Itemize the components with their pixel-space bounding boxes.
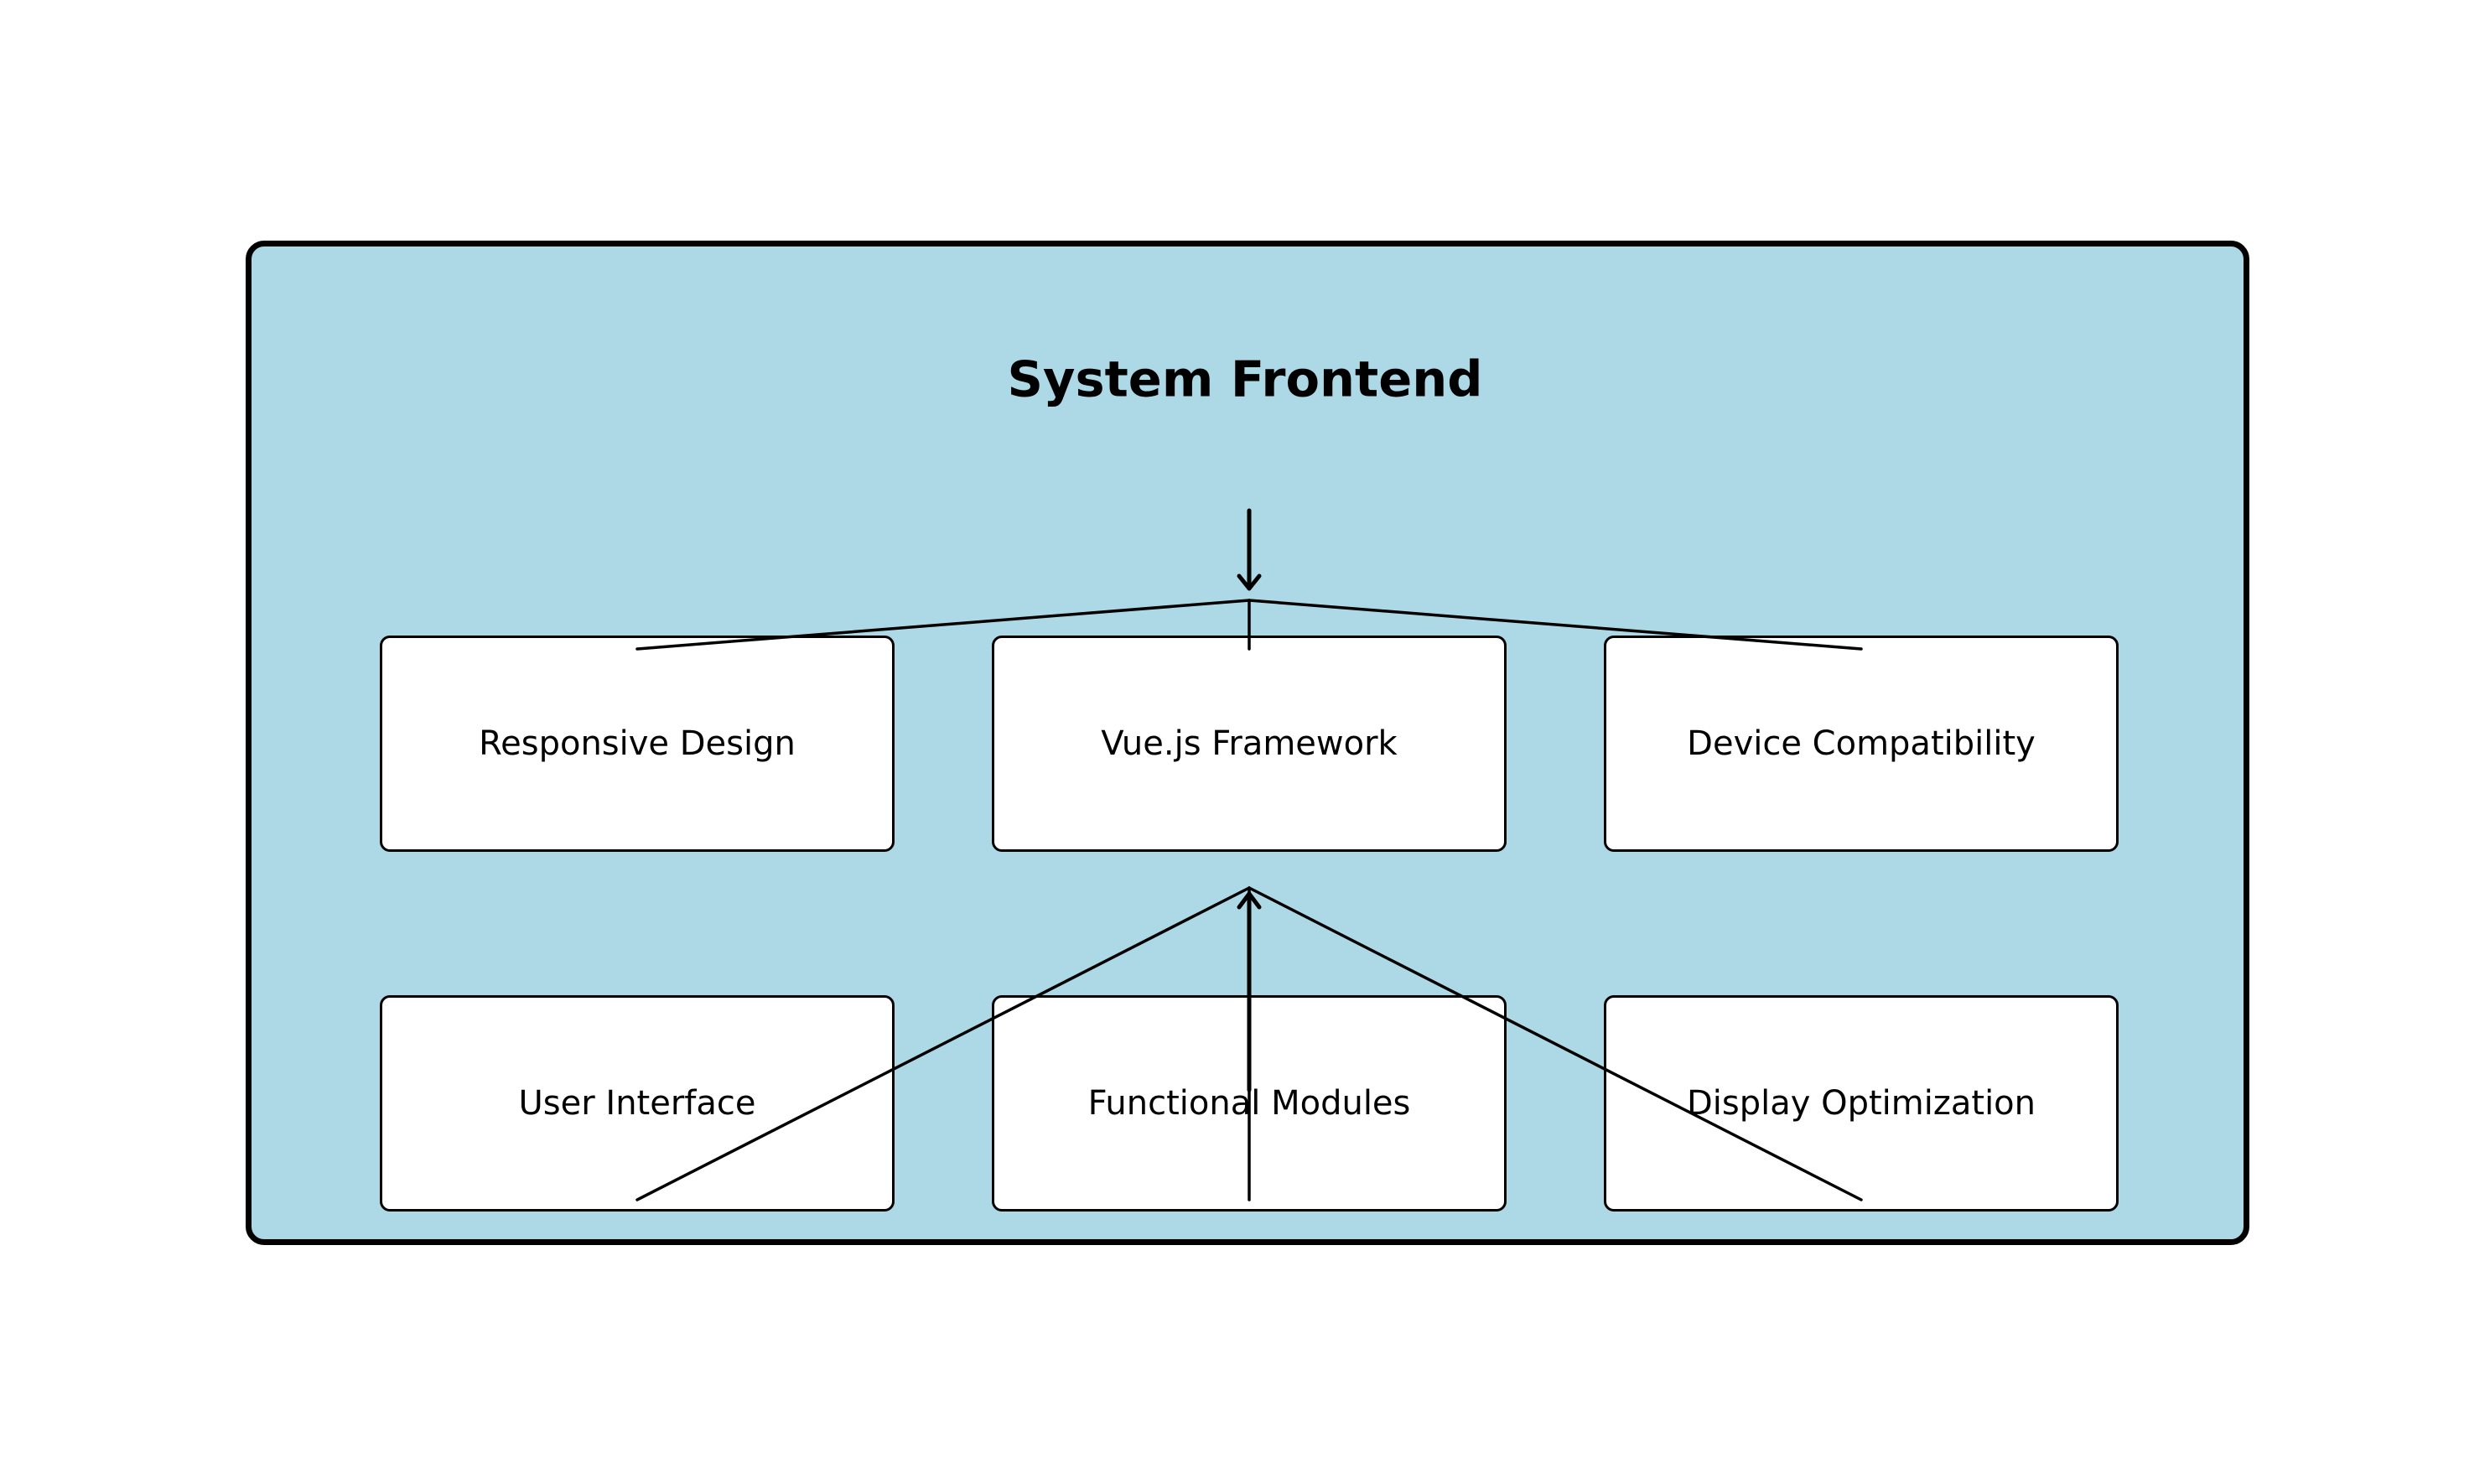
- diagram-title: System Frontend: [1007, 350, 1483, 408]
- node-label: User Interface: [518, 1084, 756, 1123]
- node-label: Vue.js Framework: [1101, 724, 1398, 763]
- node-responsive-design: Responsive Design: [380, 636, 895, 852]
- node-label: Responsive Design: [479, 724, 796, 763]
- node-user-interface: User Interface: [380, 995, 895, 1212]
- node-functional-modules: Functional Modules: [992, 995, 1507, 1212]
- node-vuejs-framework: Vue.js Framework: [992, 636, 1507, 852]
- node-display-optimization: Display Optimization: [1604, 995, 2119, 1212]
- node-device-compatibility: Device Compatibility: [1604, 636, 2119, 852]
- node-label: Display Optimization: [1686, 1084, 2036, 1123]
- node-label: Functional Modules: [1087, 1084, 1411, 1123]
- node-label: Device Compatibility: [1687, 724, 2036, 763]
